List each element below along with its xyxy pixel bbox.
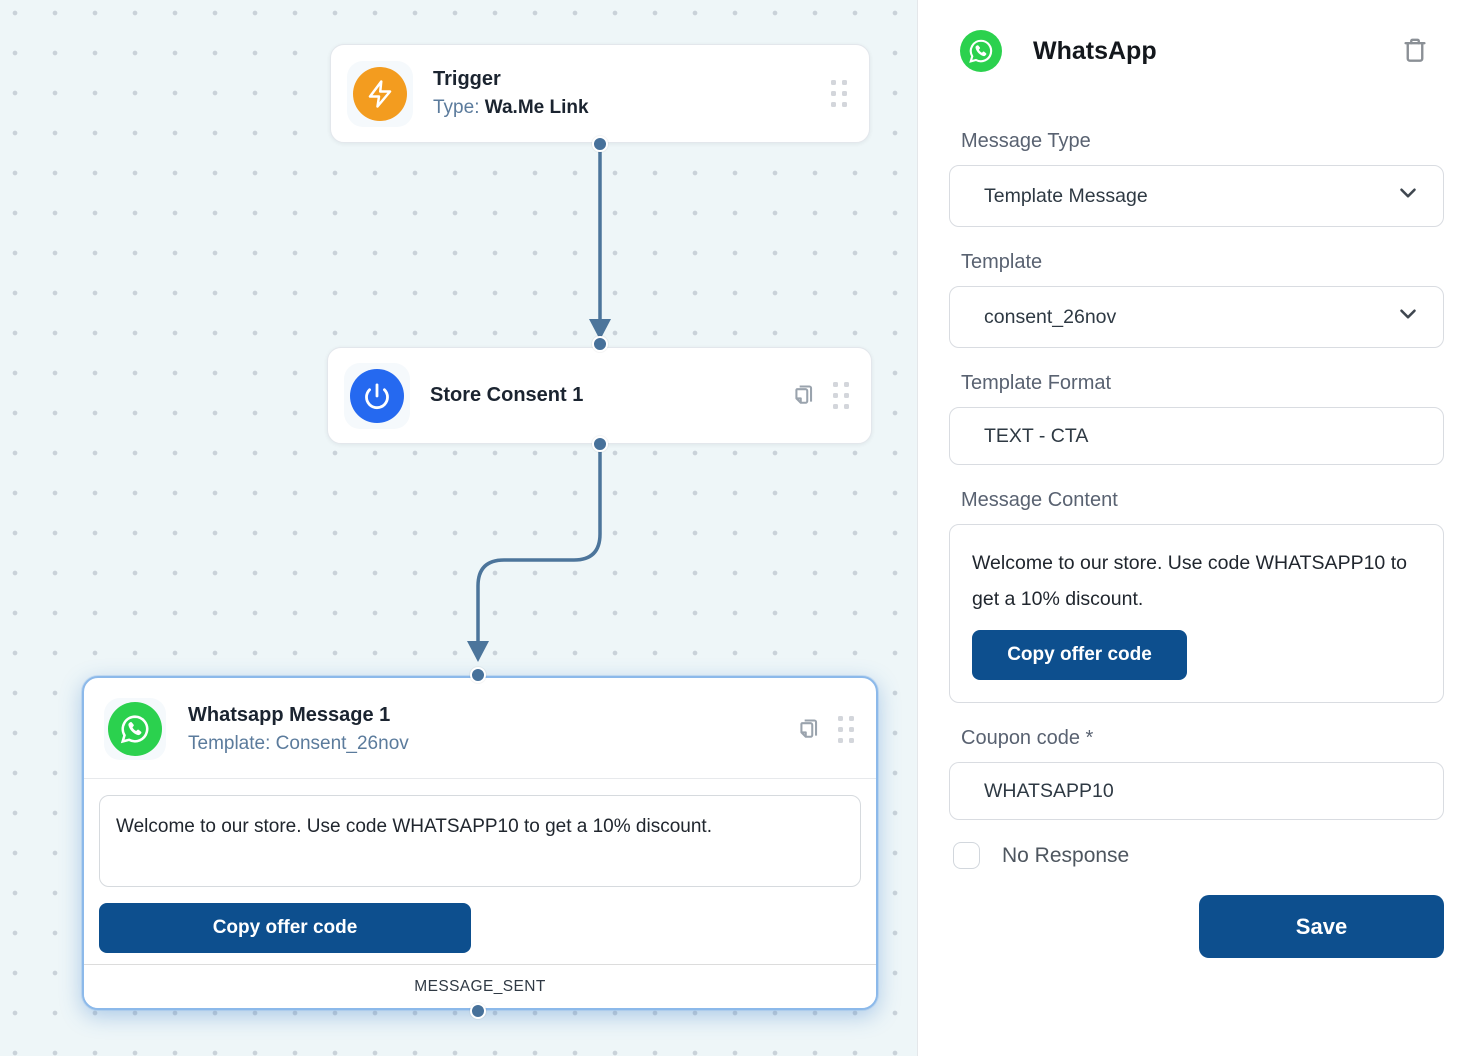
chevron-down-icon <box>1395 301 1421 333</box>
template-format-field: Template Format TEXT - CTA <box>949 372 1444 465</box>
template-format-value[interactable]: TEXT - CTA <box>949 407 1444 465</box>
whatsapp-message-node[interactable]: Whatsapp Message 1 Template: Consent_26n… <box>82 676 878 1010</box>
chevron-down-icon <box>1395 180 1421 212</box>
message-preview: Welcome to our store. Use code WHATSAPP1… <box>99 795 861 887</box>
coupon-code-input[interactable]: WHATSAPP10 <box>949 762 1444 820</box>
message-content-label: Message Content <box>961 489 1118 511</box>
drag-handle-icon[interactable] <box>833 382 849 409</box>
port-consent-out[interactable] <box>592 436 608 452</box>
template-format-label: Template Format <box>961 372 1112 394</box>
no-response-row: No Response <box>949 842 1444 869</box>
template-label: Template <box>961 251 1043 273</box>
message-content-box: Welcome to our store. Use code WHATSAPP1… <box>949 524 1444 703</box>
trigger-title: Trigger <box>433 68 501 90</box>
config-panel: WhatsApp Message Type Template Message T… <box>918 0 1466 1056</box>
copy-node-icon[interactable] <box>791 380 817 411</box>
consent-icon-wrap <box>344 362 410 429</box>
port-whatsapp-in[interactable] <box>470 667 486 683</box>
panel-title: WhatsApp <box>1033 36 1157 65</box>
template-select[interactable]: consent_26nov <box>949 286 1444 348</box>
coupon-code-label: Coupon code * <box>961 727 1094 749</box>
store-consent-node[interactable]: Store Consent 1 <box>327 347 872 444</box>
whatsapp-icon <box>960 30 1002 72</box>
port-whatsapp-out[interactable] <box>470 1003 486 1019</box>
flow-canvas[interactable]: Trigger Type: Wa.Me Link Store Consent 1 <box>0 0 918 1056</box>
drag-handle-icon[interactable] <box>831 80 847 107</box>
copy-offer-code-button[interactable]: Copy offer code <box>972 630 1187 680</box>
whatsapp-icon-wrap <box>104 698 166 760</box>
message-content-text: Welcome to our store. Use code WHATSAPP1… <box>972 552 1407 610</box>
port-trigger-out[interactable] <box>592 136 608 152</box>
trigger-node[interactable]: Trigger Type: Wa.Me Link <box>330 44 870 143</box>
no-response-label: No Response <box>1002 843 1130 867</box>
power-icon <box>350 368 404 423</box>
copy-node-icon[interactable] <box>796 714 822 745</box>
trigger-subtitle: Type: Wa.Me Link <box>433 97 589 118</box>
port-consent-in[interactable] <box>592 336 608 352</box>
no-response-checkbox[interactable] <box>953 842 980 869</box>
message-type-label: Message Type <box>961 130 1091 152</box>
store-consent-title: Store Consent 1 <box>430 384 584 406</box>
whatsapp-icon <box>108 702 162 756</box>
message-type-select[interactable]: Template Message <box>949 165 1444 227</box>
message-sent-label: MESSAGE_SENT <box>84 964 876 1008</box>
trigger-icon-wrap <box>347 60 413 127</box>
message-content-field: Message Content Welcome to our store. Us… <box>949 489 1444 703</box>
template-field: Template consent_26nov <box>949 251 1444 348</box>
whatsapp-node-subtitle: Template: Consent_26nov <box>188 732 409 754</box>
save-button[interactable]: Save <box>1199 895 1444 958</box>
drag-handle-icon[interactable] <box>838 715 854 743</box>
lightning-icon <box>353 66 407 121</box>
message-type-field: Message Type Template Message <box>949 130 1444 227</box>
whatsapp-node-title: Whatsapp Message 1 <box>188 703 391 726</box>
coupon-code-field: Coupon code * WHATSAPP10 <box>949 727 1444 820</box>
copy-offer-code-button[interactable]: Copy offer code <box>99 903 471 953</box>
delete-node-button[interactable] <box>1398 33 1432 70</box>
